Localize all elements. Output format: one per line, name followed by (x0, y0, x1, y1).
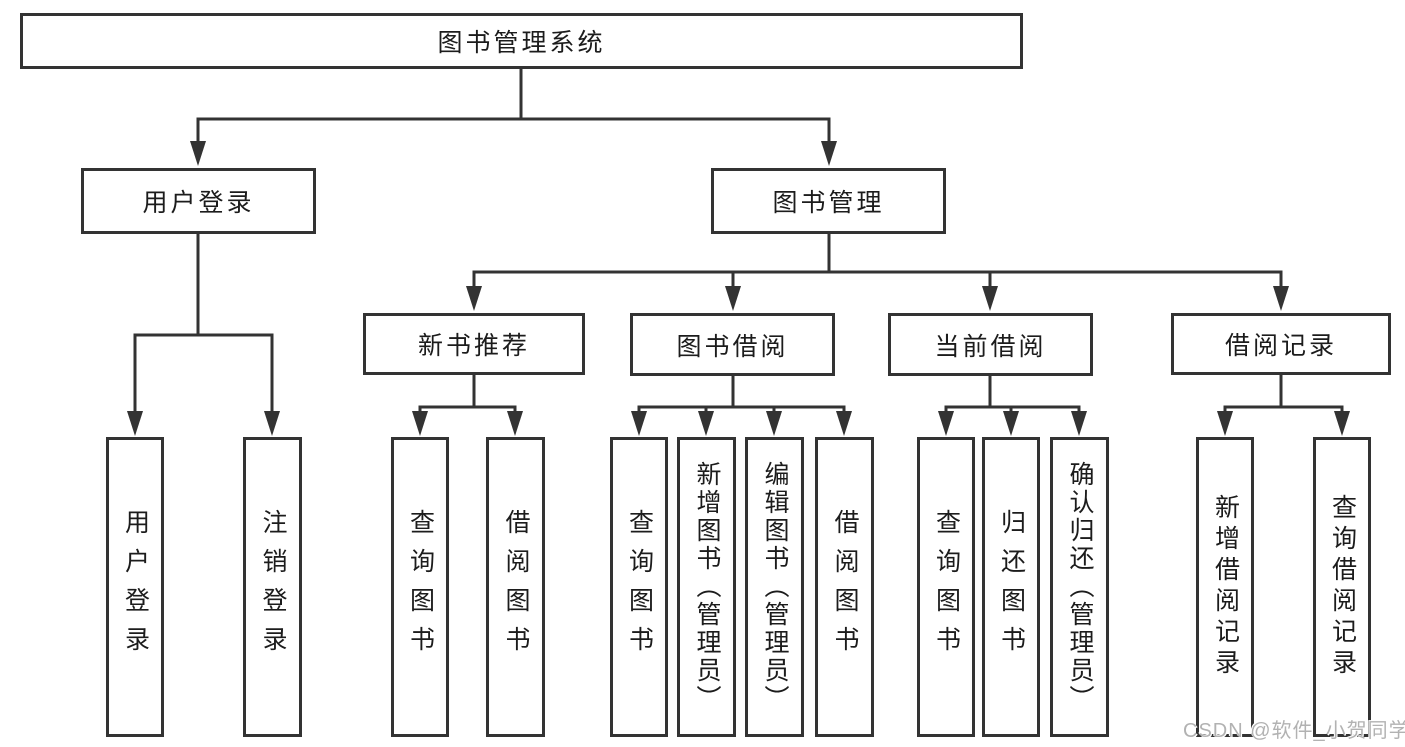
node-user-login: 用户登录 (81, 168, 316, 234)
leaf-add-books-admin: 新增图书（管理员） (677, 437, 736, 737)
node-new-book-recommend: 新书推荐 (363, 313, 585, 375)
node-book-management: 图书管理 (711, 168, 946, 234)
csdn-watermark: CSDN @软件_小贺同学 (1183, 720, 1405, 742)
leaf-borrow-books: 借阅图书 (815, 437, 874, 737)
leaf-user-login: 用户登录 (106, 437, 164, 737)
node-current-borrow-label: 当前借阅 (934, 332, 1047, 361)
leaf-return-books-label: 归还图书 (997, 509, 1026, 665)
leaf-logout-label: 注销登录 (259, 509, 287, 665)
node-current-borrow: 当前借阅 (888, 313, 1093, 376)
leaf-query-books-current-label: 查询图书 (932, 509, 961, 665)
leaf-query-books-recommend-label: 查询图书 (406, 509, 435, 665)
node-book-borrow-label: 图书借阅 (676, 332, 789, 361)
leaf-borrow-books-label: 借阅图书 (831, 509, 859, 665)
node-user-login-label: 用户登录 (142, 189, 255, 217)
leaf-confirm-return-admin: 确认归还（管理员） (1050, 437, 1109, 737)
node-root-system: 图书管理系统 (20, 13, 1023, 69)
leaf-add-books-admin-label: 新增图书（管理员） (693, 461, 721, 713)
leaf-query-books-borrow: 查询图书 (610, 437, 668, 737)
leaf-add-borrow-record: 新增借阅记录 (1196, 437, 1254, 737)
leaf-confirm-return-admin-label: 确认归还（管理员） (1066, 461, 1094, 713)
node-book-management-label: 图书管理 (772, 189, 885, 217)
leaf-user-login-label: 用户登录 (121, 509, 150, 665)
leaf-edit-books-admin: 编辑图书（管理员） (745, 437, 804, 737)
leaf-add-borrow-record-label: 新增借阅记录 (1211, 494, 1240, 680)
leaf-query-borrow-record: 查询借阅记录 (1313, 437, 1371, 737)
node-new-book-recommend-label: 新书推荐 (417, 332, 530, 360)
leaf-return-books: 归还图书 (982, 437, 1040, 737)
node-root-label: 图书管理系统 (437, 29, 606, 57)
leaf-logout: 注销登录 (243, 437, 302, 737)
leaf-edit-books-admin-label: 编辑图书（管理员） (761, 461, 789, 713)
leaf-query-books-current: 查询图书 (917, 437, 975, 737)
leaf-borrow-books-recommend: 借阅图书 (486, 437, 545, 737)
leaf-query-books-recommend: 查询图书 (391, 437, 449, 737)
leaf-query-books-borrow-label: 查询图书 (625, 509, 654, 665)
leaf-borrow-books-recommend-label: 借阅图书 (502, 509, 530, 665)
node-book-borrow: 图书借阅 (630, 313, 835, 376)
node-borrow-records: 借阅记录 (1171, 313, 1391, 375)
arrowheads (127, 141, 1350, 436)
node-borrow-records-label: 借阅记录 (1224, 332, 1337, 360)
leaf-query-borrow-record-label: 查询借阅记录 (1328, 494, 1357, 680)
